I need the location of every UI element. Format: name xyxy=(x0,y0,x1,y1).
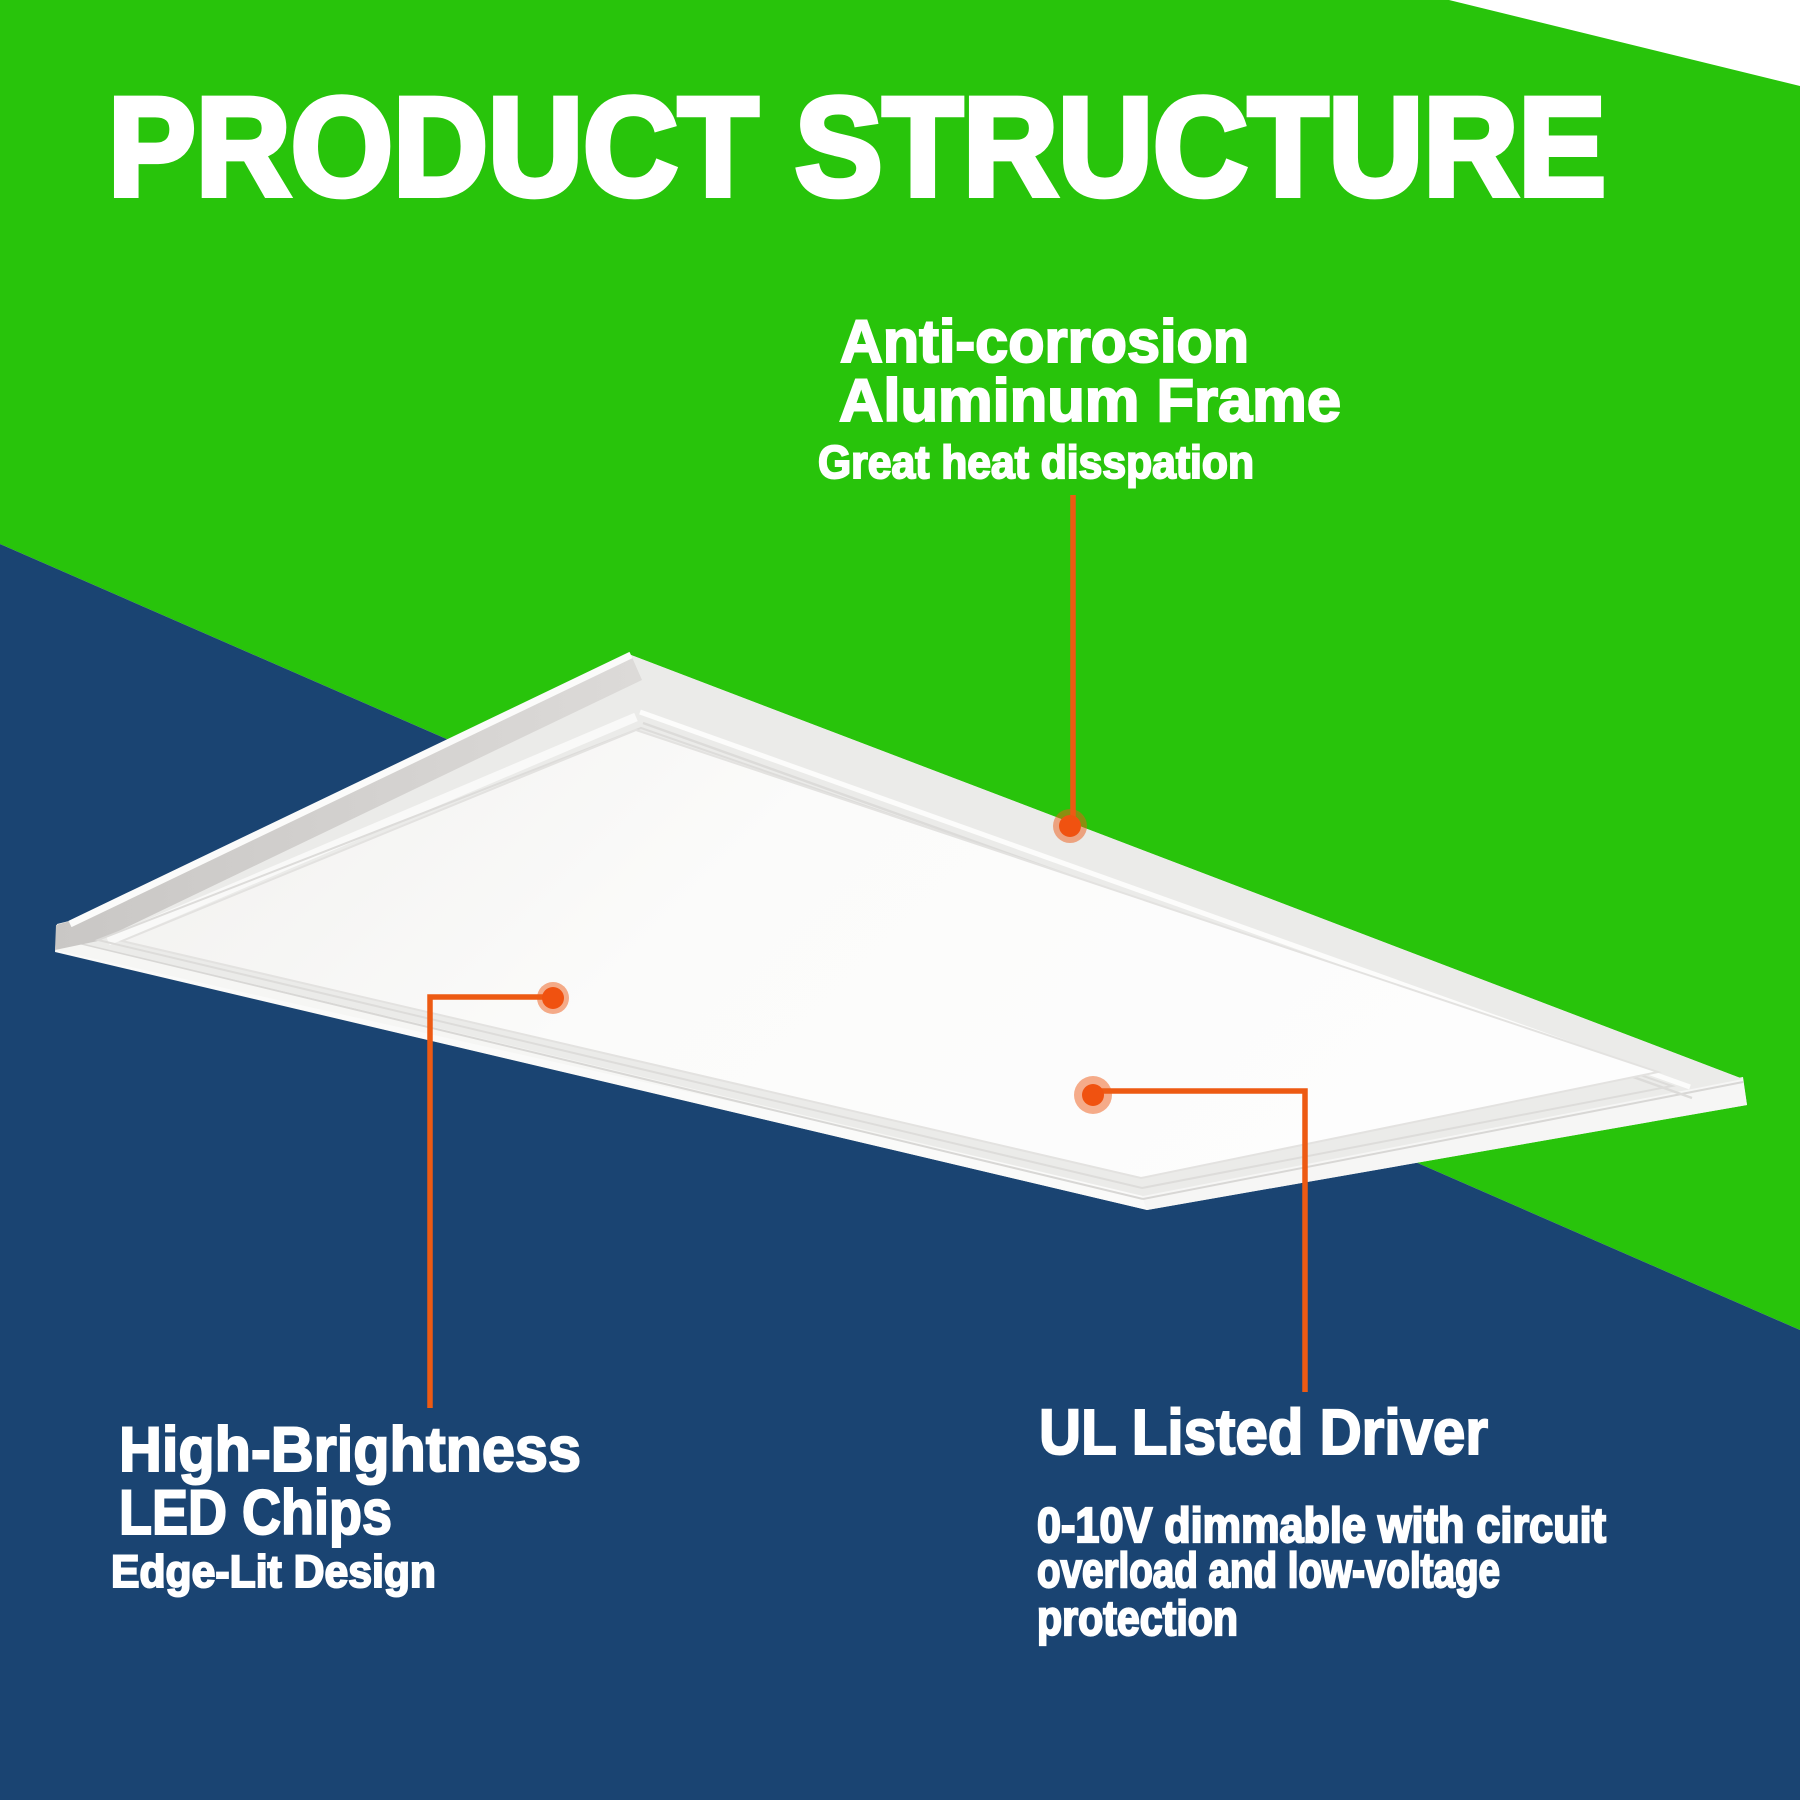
svg-text:0-10V dimmable with circuit: 0-10V dimmable with circuit xyxy=(1037,1499,1606,1553)
svg-text:protection: protection xyxy=(1037,1592,1238,1646)
svg-text:Aluminum Frame: Aluminum Frame xyxy=(839,367,1341,434)
svg-text:overload and low-voltage: overload and low-voltage xyxy=(1037,1544,1500,1598)
svg-text:Edge-Lit Design: Edge-Lit Design xyxy=(111,1546,436,1597)
svg-text:Great heat disspation: Great heat disspation xyxy=(818,436,1254,488)
svg-text:High-Brightness: High-Brightness xyxy=(119,1415,581,1485)
svg-text:UL Listed Driver: UL Listed Driver xyxy=(1039,1396,1488,1468)
svg-text:Anti-corrosion: Anti-corrosion xyxy=(840,308,1249,375)
svg-text:LED Chips: LED Chips xyxy=(119,1478,392,1548)
svg-text:PRODUCT STRUCTURE: PRODUCT STRUCTURE xyxy=(108,68,1606,225)
